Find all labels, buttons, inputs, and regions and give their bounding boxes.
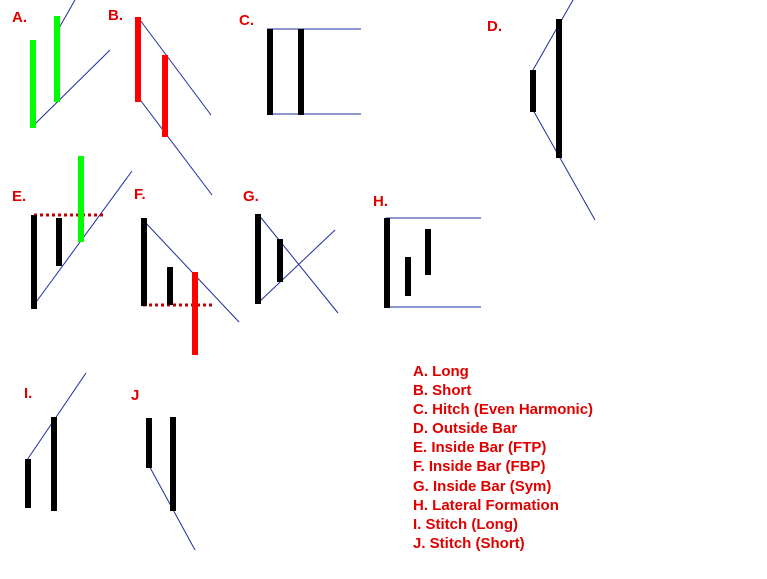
bar [384,218,390,308]
bar [267,29,273,115]
legend-item: E. Inside Bar (FTP) [413,439,547,457]
legend-item: H. Lateral Formation [413,496,559,514]
legend-item: D. Outside Bar [413,420,518,438]
bar [298,29,304,115]
panel-a-long [30,0,111,128]
panel-label-e: E. [12,188,27,205]
legend-item: B. Short [413,382,472,400]
panel-label-c: C. [239,12,254,29]
trend-line [257,213,339,314]
bar-down [192,272,198,355]
trend-line [257,229,336,304]
trend-line [142,219,240,323]
panel-label-j: J [131,387,140,404]
panel-g-inside-bar-sym [255,213,339,314]
panel-j-stitch-short [146,417,196,551]
bar [255,214,261,304]
panel-b-short [135,17,213,196]
panel-label-b: B. [108,7,123,24]
legend-item: G. Inside Bar (Sym) [413,477,552,495]
legend-item: F. Inside Bar (FBP) [413,458,546,476]
panel-c-hitch [267,28,361,115]
bar [56,218,62,266]
trend-line [26,372,87,461]
trend-line [139,19,212,116]
panel-label-i: I. [24,385,33,402]
panel-h-lateral-formation [384,217,481,308]
bar [556,19,562,158]
trend-line [532,109,596,221]
panel-e-inside-bar-ftp [31,156,133,309]
bar [530,70,536,112]
trend-line [32,49,111,127]
legend-item: A. Long [413,363,469,380]
panel-label-h: H. [373,193,388,210]
bar [31,215,37,309]
bar-down [162,55,168,137]
panel-label-g: G. [243,188,259,205]
bar [425,229,431,275]
bar [277,239,283,282]
trend-line [137,96,213,196]
panel-label-f: F. [134,186,146,203]
bar [141,218,147,306]
legend: A. Long B. Short C. Hitch (Even Harmonic… [413,362,593,553]
bar [405,257,411,296]
legend-item: J. Stitch (Short) [413,534,525,552]
bar-up [78,156,84,242]
bar-up [54,16,60,102]
bar [170,417,176,511]
trend-line [532,0,574,71]
bar-down [135,17,141,102]
bar [25,459,31,508]
panel-i-stitch-long [25,372,87,511]
bar [146,418,152,468]
legend-item: C. Hitch (Even Harmonic) [413,401,594,419]
panel-f-inside-bar-fbp [141,218,240,355]
panel-d-outside-bar [530,0,596,221]
bar-up [30,40,36,128]
bar [167,267,173,305]
panel-label-a: A. [12,9,27,26]
bar [51,417,57,511]
legend-item: I. Stitch (Long) [413,515,518,533]
panel-label-d: D. [487,18,502,35]
